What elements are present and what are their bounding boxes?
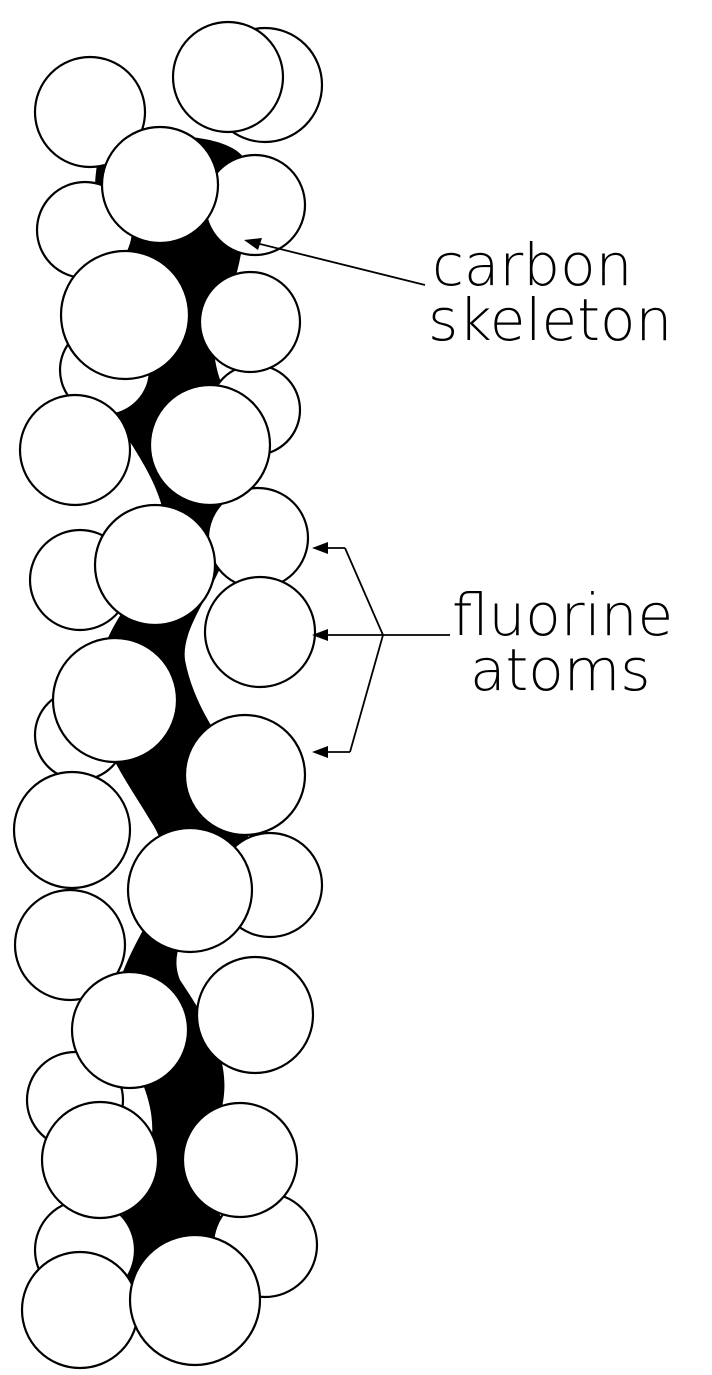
fluorine-atom bbox=[22, 1252, 138, 1368]
fluorine-atom bbox=[53, 638, 177, 762]
fluorine-atom bbox=[128, 828, 252, 952]
fluorine-atoms-pointer bbox=[312, 542, 450, 758]
fluorine-atom bbox=[61, 251, 189, 379]
fluorine-atom bbox=[185, 715, 305, 835]
fluorine-atom bbox=[130, 1235, 260, 1365]
fluorine-atom bbox=[200, 272, 300, 372]
fluorine-atom bbox=[72, 972, 188, 1088]
fluorine-atom bbox=[205, 577, 315, 687]
fluorine-atom bbox=[14, 772, 130, 888]
fluorine-atom bbox=[20, 395, 130, 505]
carbon-label-line2: skeleton bbox=[428, 286, 672, 354]
fluorine-atom bbox=[173, 22, 283, 132]
fluorine-atom bbox=[95, 505, 215, 625]
fluorine-atom bbox=[102, 127, 218, 243]
fluorine-label-line2: atoms bbox=[470, 636, 651, 704]
fluorine-atom bbox=[183, 1103, 297, 1217]
fluorine-atom bbox=[150, 385, 270, 505]
fluorine-atom bbox=[197, 957, 313, 1073]
fluorine-atom bbox=[42, 1102, 158, 1218]
